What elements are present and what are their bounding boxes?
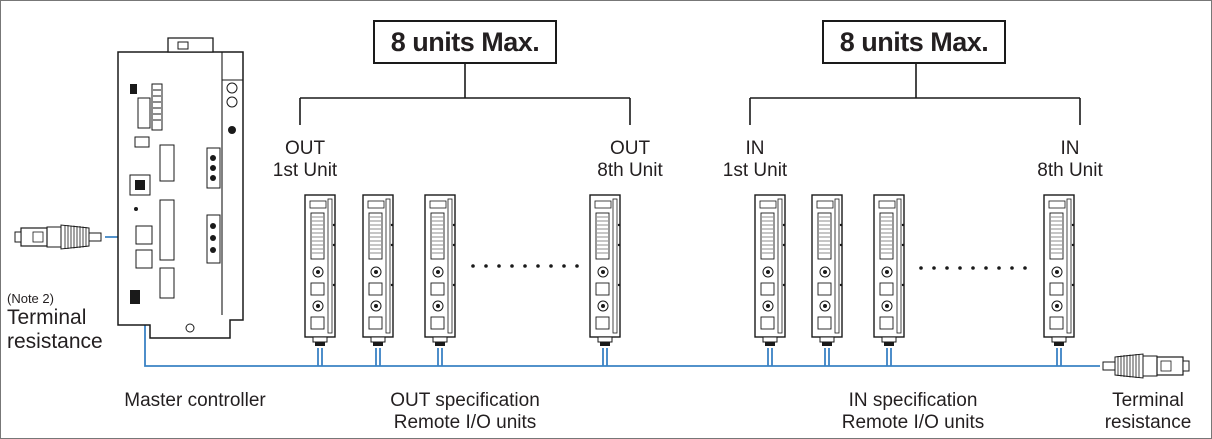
in-unit-1	[754, 194, 786, 347]
in-unit-3	[873, 194, 905, 347]
out-max-label: 8 units Max.	[373, 20, 557, 64]
terminal-note: (Note 2)	[7, 291, 54, 306]
out-unit-3	[424, 194, 456, 347]
out-unit-2	[362, 194, 394, 347]
out-unit-1	[304, 194, 336, 347]
in-max-label: 8 units Max.	[822, 20, 1006, 64]
master-caption: Master controller	[124, 390, 266, 411]
in-ellipsis	[919, 266, 1027, 270]
terminal-connector-right	[1102, 353, 1190, 379]
master-controller	[117, 37, 244, 339]
terminal-connector-left	[14, 224, 102, 250]
out-ellipsis	[471, 264, 579, 268]
in-unit-8	[1043, 194, 1075, 347]
in-unit-2	[811, 194, 843, 347]
in-bracket	[749, 61, 1081, 125]
out-bracket	[299, 61, 631, 125]
out-unit-8	[589, 194, 621, 347]
